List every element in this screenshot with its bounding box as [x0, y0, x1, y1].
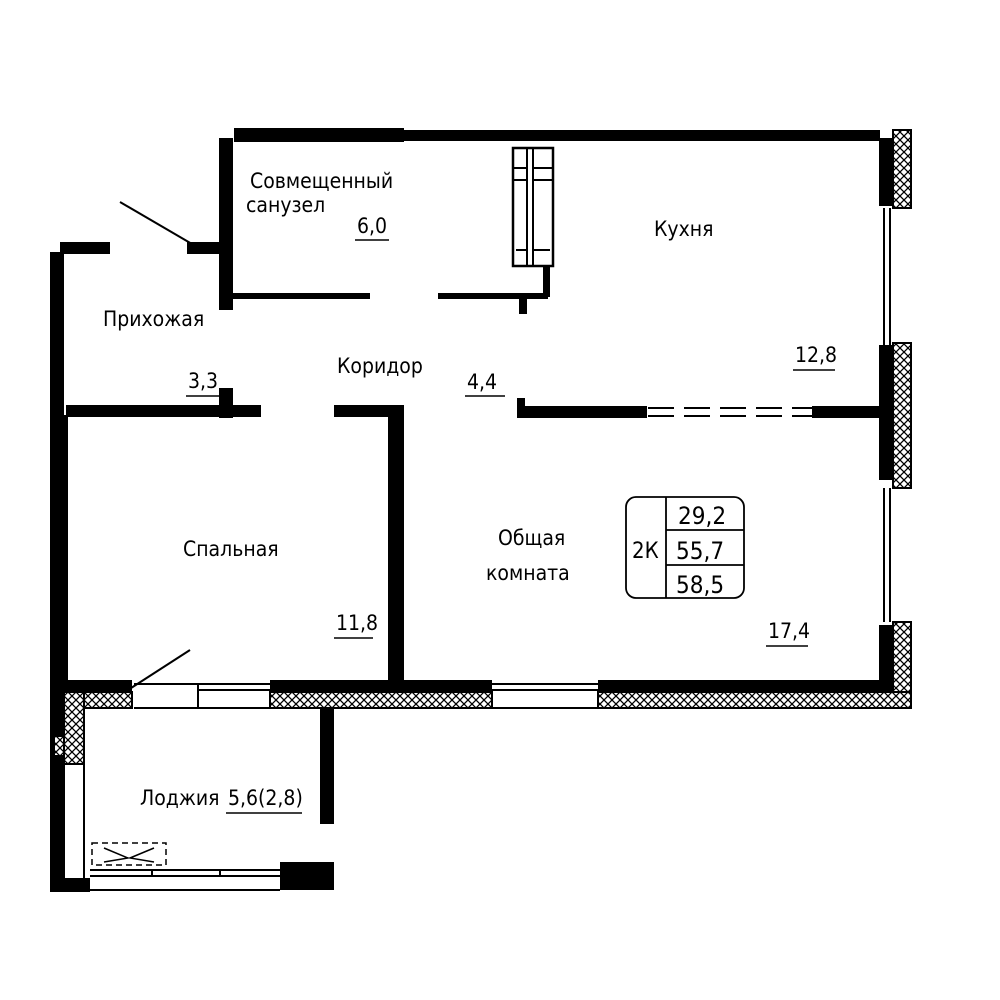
total-area: 55,7: [676, 537, 724, 565]
room-name-bedroom: Спальная: [183, 537, 279, 561]
room-area-living: 17,4: [768, 619, 810, 643]
room-area-bedroom: 11,8: [336, 611, 378, 635]
rooms-code: 2К: [632, 539, 659, 564]
room-name-bathroom-line2: санузел: [246, 193, 325, 217]
room-name-loggia: Лоджия: [140, 786, 220, 810]
insulation-hatch: [53, 129, 912, 765]
room-name-kitchen: Кухня: [654, 217, 713, 241]
room-area-bathroom: 6,0: [357, 214, 387, 238]
room-area-kitchen: 12,8: [795, 343, 837, 367]
room-name-living-line1: Общая: [498, 526, 565, 550]
ac-unit: [91, 842, 167, 866]
room-area-hallway: 3,3: [188, 369, 218, 393]
room-name-corridor: Коридор: [337, 354, 423, 378]
room-name-bathroom-line1: Совмещенный: [250, 169, 393, 193]
room-area-corridor: 4,4: [467, 370, 497, 394]
sliding-partition: [648, 407, 812, 417]
room-name-living-line2: комната: [486, 561, 570, 585]
windows: [63, 208, 891, 891]
total-with-loggia: 58,5: [676, 571, 724, 599]
room-area-loggia: 5,6(2,8): [228, 786, 303, 810]
walls: [50, 128, 893, 892]
door-swings: [119, 201, 193, 691]
room-labels: Совмещенный санузел 6,0 Кухня 12,8 Прихо…: [103, 169, 837, 814]
living-area: 29,2: [678, 502, 726, 530]
ventilation-shaft: [511, 146, 555, 268]
room-name-hallway: Прихожая: [103, 307, 204, 331]
summary-box: 2К 29,2 55,7 58,5: [625, 496, 745, 599]
